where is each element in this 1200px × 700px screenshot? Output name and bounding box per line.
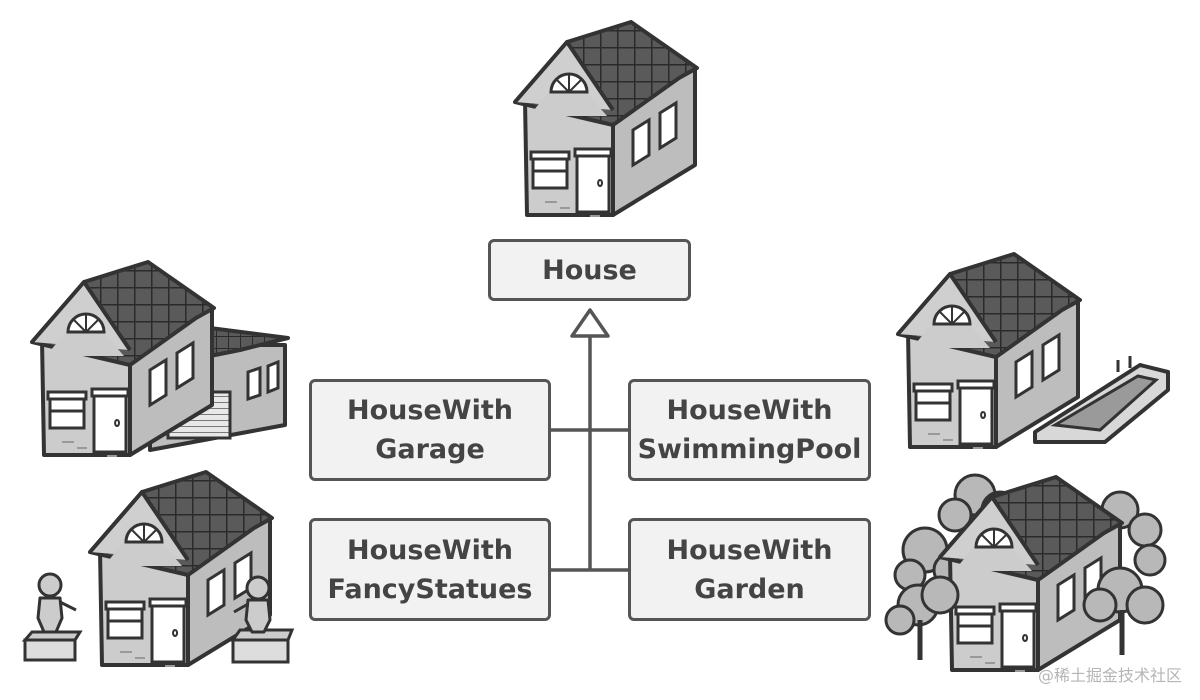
statue-right-icon [230,575,295,664]
house-with-fancy-statues-icon [21,470,295,668]
class-name-line1: HouseWith [347,395,513,426]
class-box-house-with-garage[interactable]: HouseWith Garage [309,379,551,481]
class-name-line1: HouseWith [666,395,833,426]
house-icon [513,20,699,218]
statue-left-icon [21,572,83,662]
house-with-garden-icon [884,473,1167,673]
class-box-house-with-fancy-statues[interactable]: HouseWith FancyStatues [309,518,551,621]
class-name-line2: FancyStatues [327,573,533,605]
watermark: @稀土掘金技术社区 [1037,666,1182,685]
class-box-house[interactable]: House [488,239,691,301]
house-with-swimming-pool-icon [896,252,1170,450]
house-with-garage-icon [30,260,290,458]
class-box-house-with-garden[interactable]: HouseWith Garden [628,518,871,621]
class-name-line2: SwimmingPool [637,434,862,465]
class-box-house-with-swimming-pool[interactable]: HouseWith SwimmingPool [628,379,871,481]
inheritance-connectors [549,308,630,572]
class-name-line1: HouseWith [666,534,833,566]
class-name-line1: HouseWith [347,534,513,566]
class-name: House [542,254,637,286]
class-name-line2: Garden [694,573,805,605]
inheritance-arrow-icon [570,308,610,338]
class-name-line2: Garage [375,434,485,465]
